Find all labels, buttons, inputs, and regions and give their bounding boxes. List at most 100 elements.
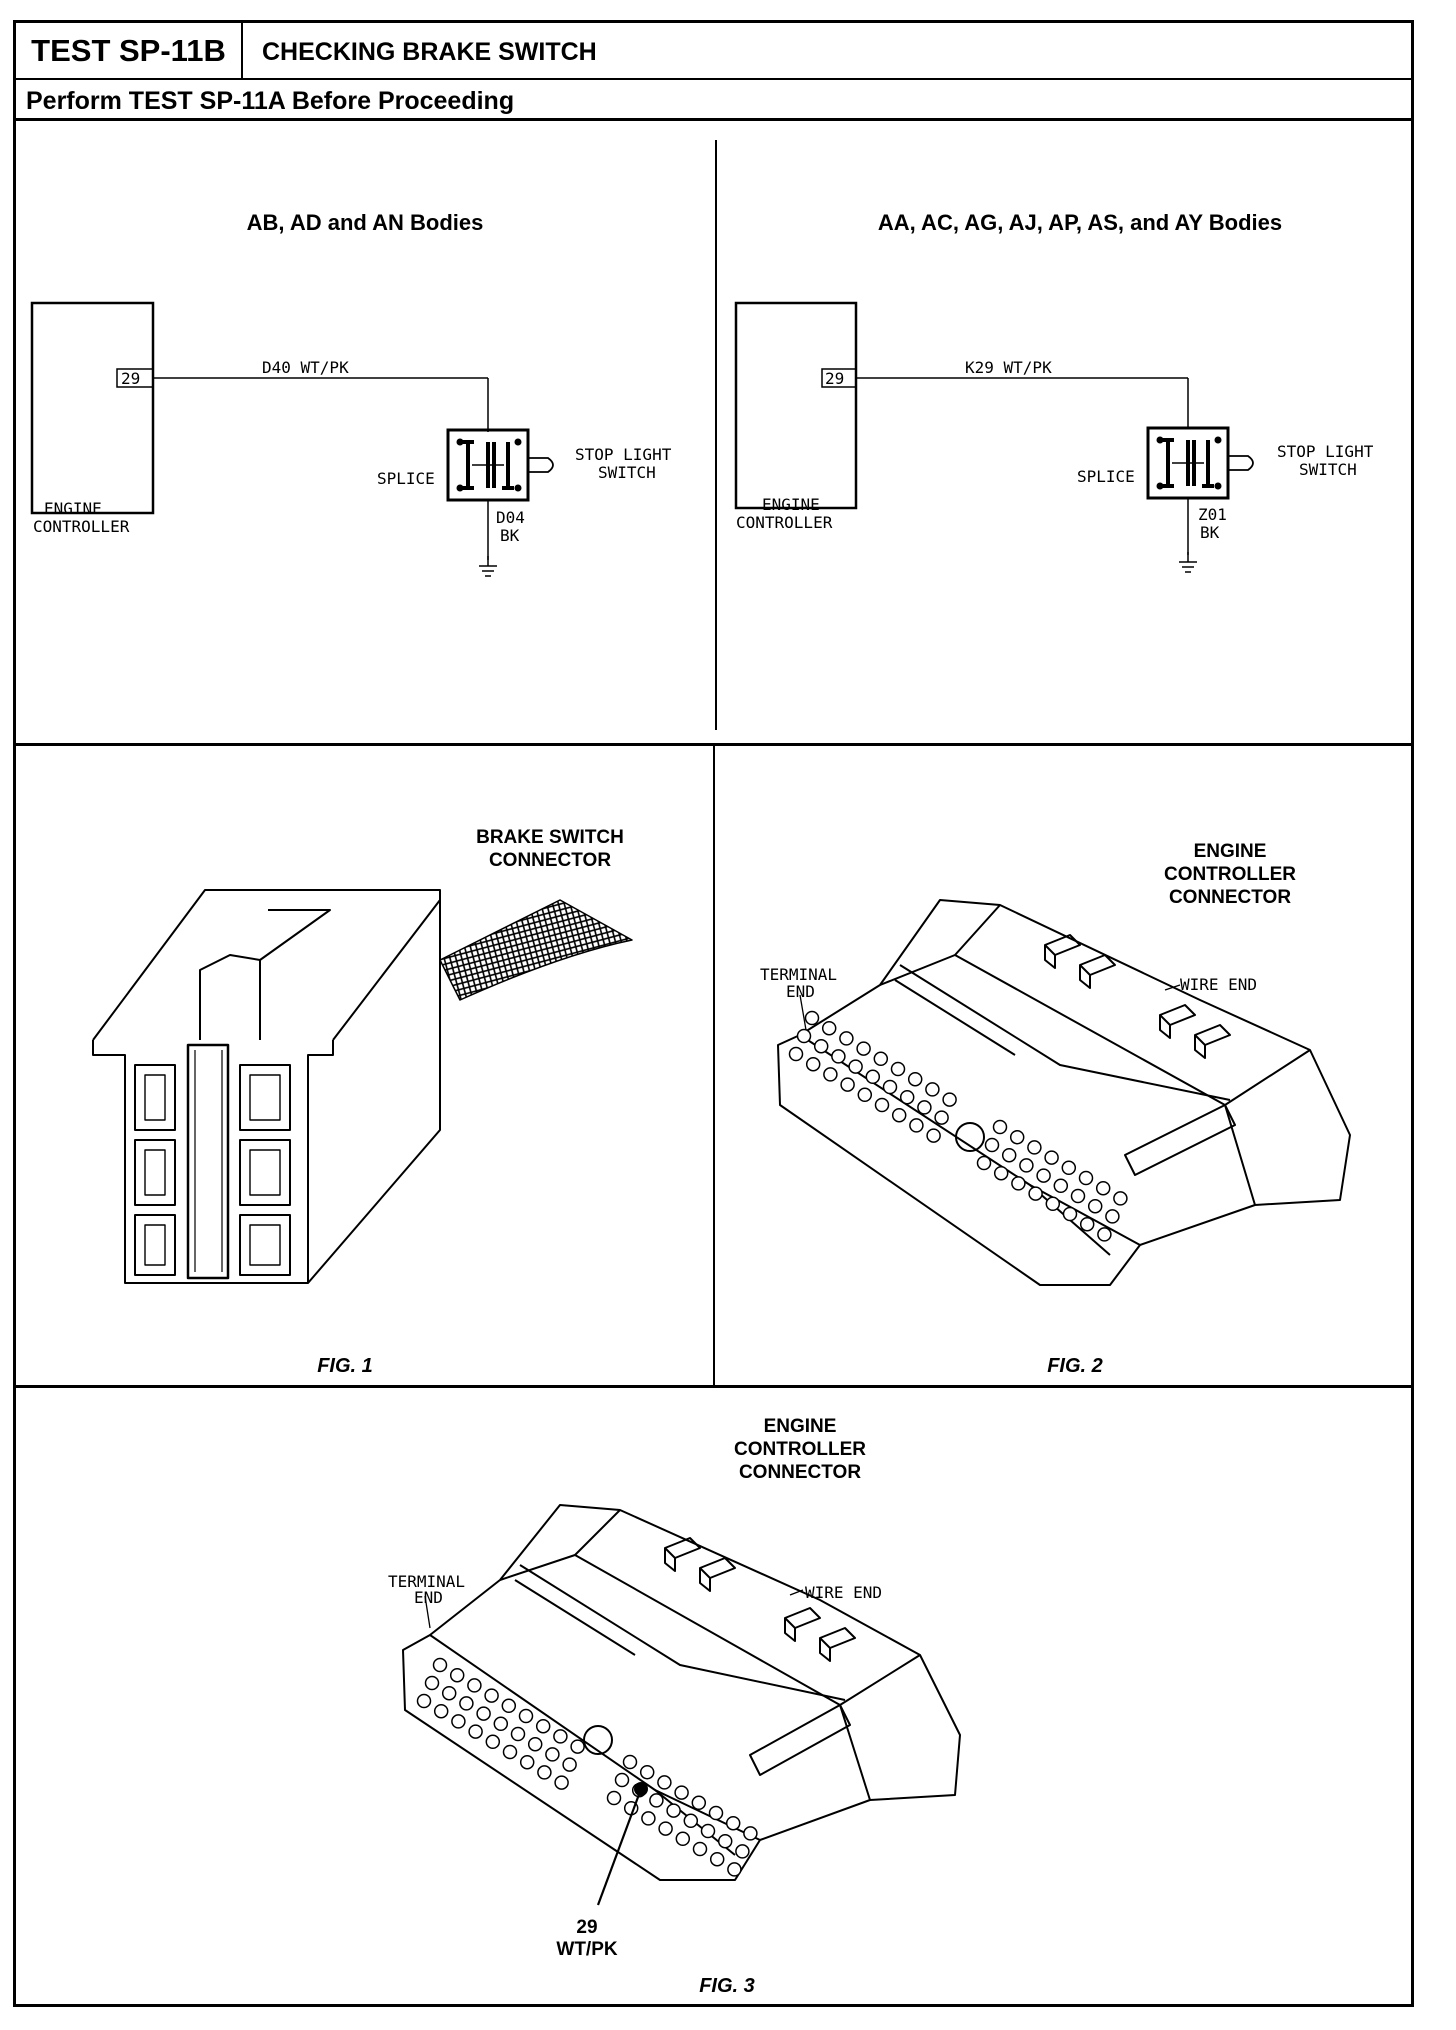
connector-pin bbox=[804, 1010, 820, 1026]
connector-pin bbox=[692, 1841, 708, 1857]
ground-wire-right-2: BK bbox=[1200, 523, 1220, 542]
fig3-terminal-label-2: END bbox=[414, 1588, 443, 1607]
connector-pin bbox=[708, 1805, 724, 1821]
connector-pin bbox=[441, 1685, 457, 1701]
connector-pin bbox=[1028, 1186, 1043, 1201]
connector-pin bbox=[813, 1038, 829, 1054]
schematic-left-title: AB, AD and AN Bodies bbox=[246, 210, 484, 235]
connector-pin bbox=[657, 1775, 672, 1790]
connector-pin bbox=[493, 1716, 509, 1732]
connector-pin bbox=[641, 1811, 656, 1826]
connector-pin bbox=[1087, 1198, 1103, 1214]
figure-divider bbox=[713, 745, 715, 1385]
connector-pin bbox=[909, 1118, 924, 1133]
connector-pin bbox=[1095, 1180, 1111, 1196]
connector-pin bbox=[700, 1823, 716, 1839]
connector-pin bbox=[666, 1803, 681, 1818]
connector-pin bbox=[683, 1813, 699, 1829]
wire-label-left: D40 WT/PK bbox=[262, 358, 349, 377]
connector-pin bbox=[510, 1726, 526, 1742]
stop-light-switch-left bbox=[446, 428, 555, 502]
ground-icon-right bbox=[1178, 551, 1198, 573]
connector-pin bbox=[424, 1675, 440, 1691]
connector-pin bbox=[821, 1020, 837, 1036]
connector-pin bbox=[856, 1041, 871, 1056]
connector-pin bbox=[1001, 1147, 1017, 1163]
fig2-pin-array bbox=[788, 1010, 1128, 1242]
connector-pin bbox=[606, 1790, 622, 1806]
pin-label-right: 29 bbox=[825, 369, 844, 388]
connector-pin bbox=[788, 1046, 804, 1062]
connector-pin bbox=[519, 1754, 535, 1770]
controller-label-right-2: CONTROLLER bbox=[736, 513, 833, 532]
connector-pin bbox=[570, 1739, 585, 1754]
ground-wire-left-2: BK bbox=[500, 526, 520, 545]
connector-pin bbox=[976, 1155, 992, 1171]
connector-pin bbox=[501, 1698, 517, 1714]
connector-pin bbox=[649, 1793, 664, 1808]
fig3-caption: FIG. 3 bbox=[699, 1975, 755, 1997]
controller-label-right-1: ENGINE bbox=[762, 495, 820, 514]
connector-pin bbox=[1027, 1140, 1042, 1155]
engine-controller-connector-fig3 bbox=[402, 1504, 961, 1881]
connector-pin bbox=[545, 1747, 560, 1762]
connector-pin bbox=[674, 1785, 689, 1800]
switch-label-left-1: STOP LIGHT bbox=[575, 445, 672, 464]
ground-icon-left bbox=[478, 555, 498, 577]
fig3-wire-end-label: WIRE END bbox=[805, 1583, 882, 1602]
connector-pin bbox=[614, 1772, 630, 1788]
test-prerequisite: Perform TEST SP-11A Before Proceeding bbox=[26, 87, 515, 115]
connector-pin bbox=[484, 1688, 499, 1703]
schematic-left: 29 ENGINE CONTROLLER D40 WT/PK SPLICE ST… bbox=[30, 301, 672, 577]
fig2-terminal-label-2: END bbox=[786, 982, 815, 1001]
connector-pin bbox=[1097, 1227, 1112, 1242]
stop-light-switch-right bbox=[1146, 426, 1255, 500]
connector-pin bbox=[1062, 1206, 1078, 1222]
connector-pin bbox=[658, 1821, 673, 1836]
connector-pin bbox=[743, 1826, 758, 1841]
connector-pin bbox=[727, 1862, 742, 1877]
connector-pin bbox=[1070, 1188, 1086, 1204]
connector-pin bbox=[1053, 1178, 1069, 1194]
connector-pin bbox=[1019, 1158, 1034, 1173]
connector-pin bbox=[459, 1696, 474, 1711]
pin-29-wire-label: WT/PK bbox=[556, 1939, 617, 1960]
fig2-terminal-label-1: TERMINAL bbox=[760, 965, 837, 984]
controller-label-left-2: CONTROLLER bbox=[33, 517, 130, 536]
connector-pin bbox=[691, 1795, 707, 1811]
connector-pin bbox=[917, 1100, 932, 1115]
wire-harness bbox=[439, 899, 633, 1001]
splice-label-left: SPLICE bbox=[377, 469, 435, 488]
row-divider-1 bbox=[16, 743, 1411, 746]
connector-pin bbox=[449, 1667, 465, 1683]
switch-label-right-1: STOP LIGHT bbox=[1277, 442, 1374, 461]
switch-label-right-2: SWITCH bbox=[1299, 460, 1357, 479]
connector-pin bbox=[622, 1754, 638, 1770]
connector-pin bbox=[527, 1736, 543, 1752]
connector-pin bbox=[554, 1775, 569, 1790]
connector-pin bbox=[796, 1028, 812, 1044]
connector-pin bbox=[639, 1764, 655, 1780]
connector-pin bbox=[535, 1718, 551, 1734]
connector-pin bbox=[873, 1051, 889, 1067]
connector-pin bbox=[831, 1049, 846, 1064]
connector-pin bbox=[890, 1061, 906, 1077]
fig1-caption: FIG. 1 bbox=[317, 1355, 373, 1377]
connector-pin bbox=[467, 1678, 482, 1693]
connector-pin bbox=[1079, 1216, 1095, 1232]
section-divider bbox=[16, 118, 1411, 121]
connector-pin bbox=[934, 1110, 949, 1125]
connector-pin bbox=[865, 1069, 881, 1085]
connector-pin bbox=[925, 1082, 940, 1097]
connector-pin bbox=[476, 1706, 491, 1721]
connector-pin bbox=[942, 1092, 957, 1107]
connector-pin bbox=[899, 1089, 915, 1105]
wire-label-right: K29 WT/PK bbox=[965, 358, 1052, 377]
engine-controller-box-right bbox=[734, 301, 858, 510]
connector-pin bbox=[735, 1844, 750, 1859]
fig2-wire-end-label: WIRE END bbox=[1180, 975, 1257, 994]
connector-pin bbox=[725, 1815, 741, 1831]
schematic-right-title: AA, AC, AG, AJ, AP, AS, and AY Bodies bbox=[877, 210, 1283, 235]
